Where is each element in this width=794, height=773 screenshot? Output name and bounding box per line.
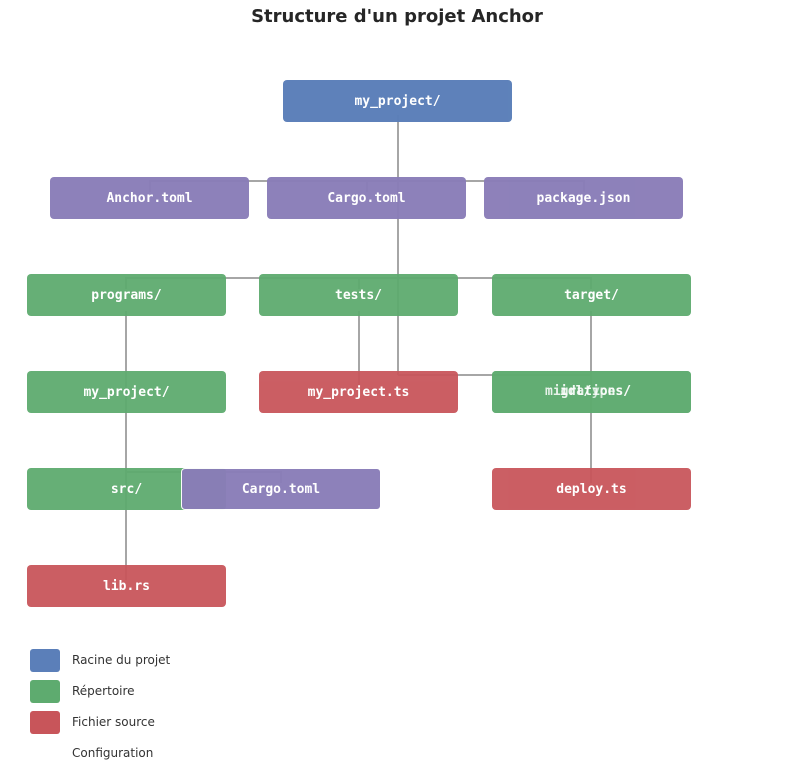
legend-swatch-configuration [30, 742, 60, 765]
node-migrations-label: migrations/ [545, 384, 632, 399]
node-my-project-ts[interactable]: my_project.ts [259, 371, 458, 413]
diagram-title: Structure d'un projet Anchor [251, 6, 543, 27]
legend-label-directory: Répertoire [72, 684, 135, 698]
legend-swatch-directory [30, 680, 60, 703]
node-lib-rs[interactable]: lib.rs [27, 565, 226, 607]
node-types-label: types/ [584, 384, 631, 399]
node-root-my-project[interactable]: my_project/ [283, 80, 512, 122]
node-migrations[interactable] [492, 371, 691, 413]
legend-swatch-root [30, 649, 60, 672]
node-cargo-toml[interactable]: Cargo.toml [267, 177, 466, 219]
node-deploy-ts[interactable]: deploy.ts [492, 468, 691, 510]
legend-label-configuration: Configuration [72, 746, 154, 760]
legend-swatch-source [30, 711, 60, 734]
node-idl-label: idl/ [560, 384, 592, 399]
node-target[interactable]: target/ [492, 274, 691, 316]
node-my-project-dir[interactable]: my_project/ [27, 371, 226, 413]
legend-label-source: Fichier source [72, 715, 155, 729]
legend-label-root: Racine du projet [72, 653, 171, 667]
node-cargo-toml-inner[interactable]: Cargo.toml [181, 468, 381, 510]
node-anchor-toml[interactable]: Anchor.toml [50, 177, 249, 219]
node-programs[interactable]: programs/ [27, 274, 226, 316]
node-tests[interactable]: tests/ [259, 274, 458, 316]
node-package-json[interactable]: package.json [484, 177, 683, 219]
